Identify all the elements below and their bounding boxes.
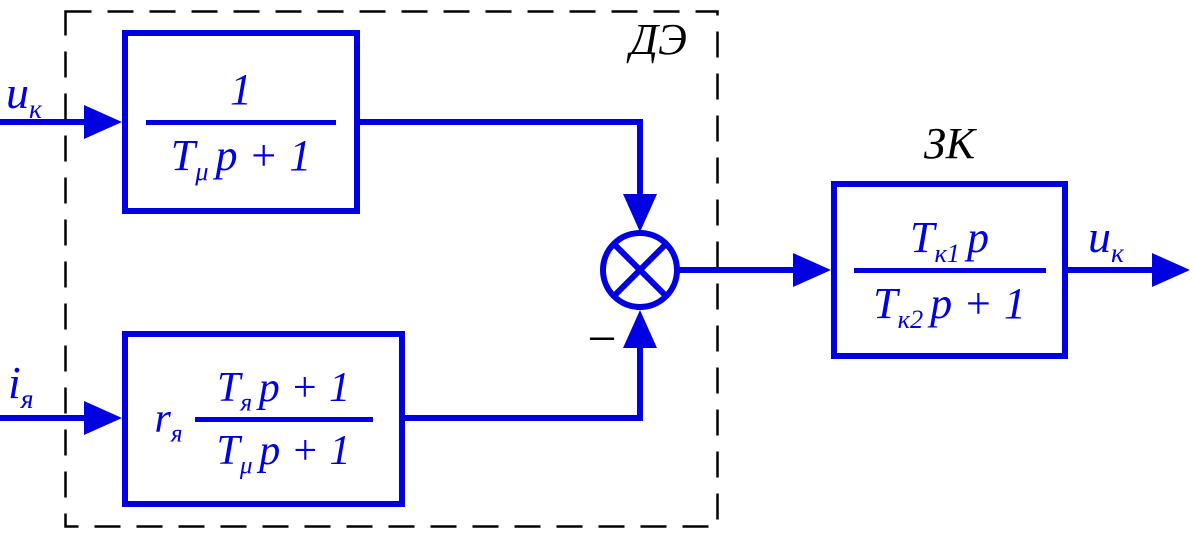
armature-fraction-bar — [194, 416, 373, 422]
num-rest: p — [967, 212, 990, 262]
subsystem-label: ДЭ — [630, 15, 687, 64]
den-base: T — [216, 427, 240, 474]
den-subscript: μ — [195, 155, 209, 186]
signal-subscript: я — [20, 383, 34, 415]
input-bottom-arrowhead-icon — [84, 401, 122, 435]
subsystem-dashed-border — [64, 10, 719, 528]
summing-junction — [600, 230, 680, 310]
controller-output-line — [1068, 267, 1160, 273]
signal-base: u — [6, 67, 29, 118]
coef-subscript: я — [170, 420, 183, 448]
input-bottom-signal-label: iя — [8, 356, 34, 412]
num-base: T — [909, 212, 935, 262]
den-base: T — [170, 130, 196, 180]
num-subscript: к1 — [934, 237, 960, 268]
input-bottom-line — [0, 415, 92, 421]
num-rest: p + 1 — [258, 364, 351, 411]
controller-label: ЗК — [923, 119, 975, 168]
controller-output-arrowhead-icon — [1152, 253, 1190, 287]
coef-base: r — [154, 396, 171, 442]
bottom-route-v-line — [637, 344, 643, 421]
den-subscript: к2 — [897, 303, 924, 334]
num-subscript: я — [240, 388, 253, 416]
signal-base: i — [8, 357, 21, 408]
junction-output-line — [678, 267, 798, 273]
top-route-v-line — [637, 119, 643, 198]
armature-coefficient: rя — [154, 395, 182, 446]
den-rest: p + 1 — [259, 427, 351, 474]
input-top-arrowhead-icon — [84, 105, 122, 139]
signal-base: u — [1088, 211, 1111, 262]
junction-output-arrowhead-icon — [793, 253, 831, 287]
minus-sign-label: − — [584, 311, 620, 368]
den-base: T — [873, 278, 898, 328]
dashed-rect — [64, 10, 719, 528]
den-rest: p + 1 — [930, 278, 1026, 328]
signal-subscript: к — [29, 93, 42, 125]
filter-numerator: 1 — [230, 64, 252, 114]
den-rest: p + 1 — [215, 130, 312, 180]
input-top-line — [0, 119, 92, 125]
top-route-arrowhead-icon — [623, 194, 657, 232]
controller-fraction-bar — [853, 267, 1046, 273]
num-base: T — [216, 364, 241, 411]
bottom-route-h-line — [405, 415, 643, 421]
input-top-signal-label: uк — [6, 66, 42, 122]
filter-fraction-bar — [146, 119, 336, 125]
summing-cross-line-2 — [611, 241, 669, 299]
bottom-route-arrowhead-icon — [623, 310, 657, 348]
den-subscript: μ — [239, 451, 253, 479]
output-signal-label: uк — [1088, 210, 1124, 266]
signal-subscript: к — [1111, 237, 1124, 269]
top-route-h-line — [360, 119, 643, 125]
